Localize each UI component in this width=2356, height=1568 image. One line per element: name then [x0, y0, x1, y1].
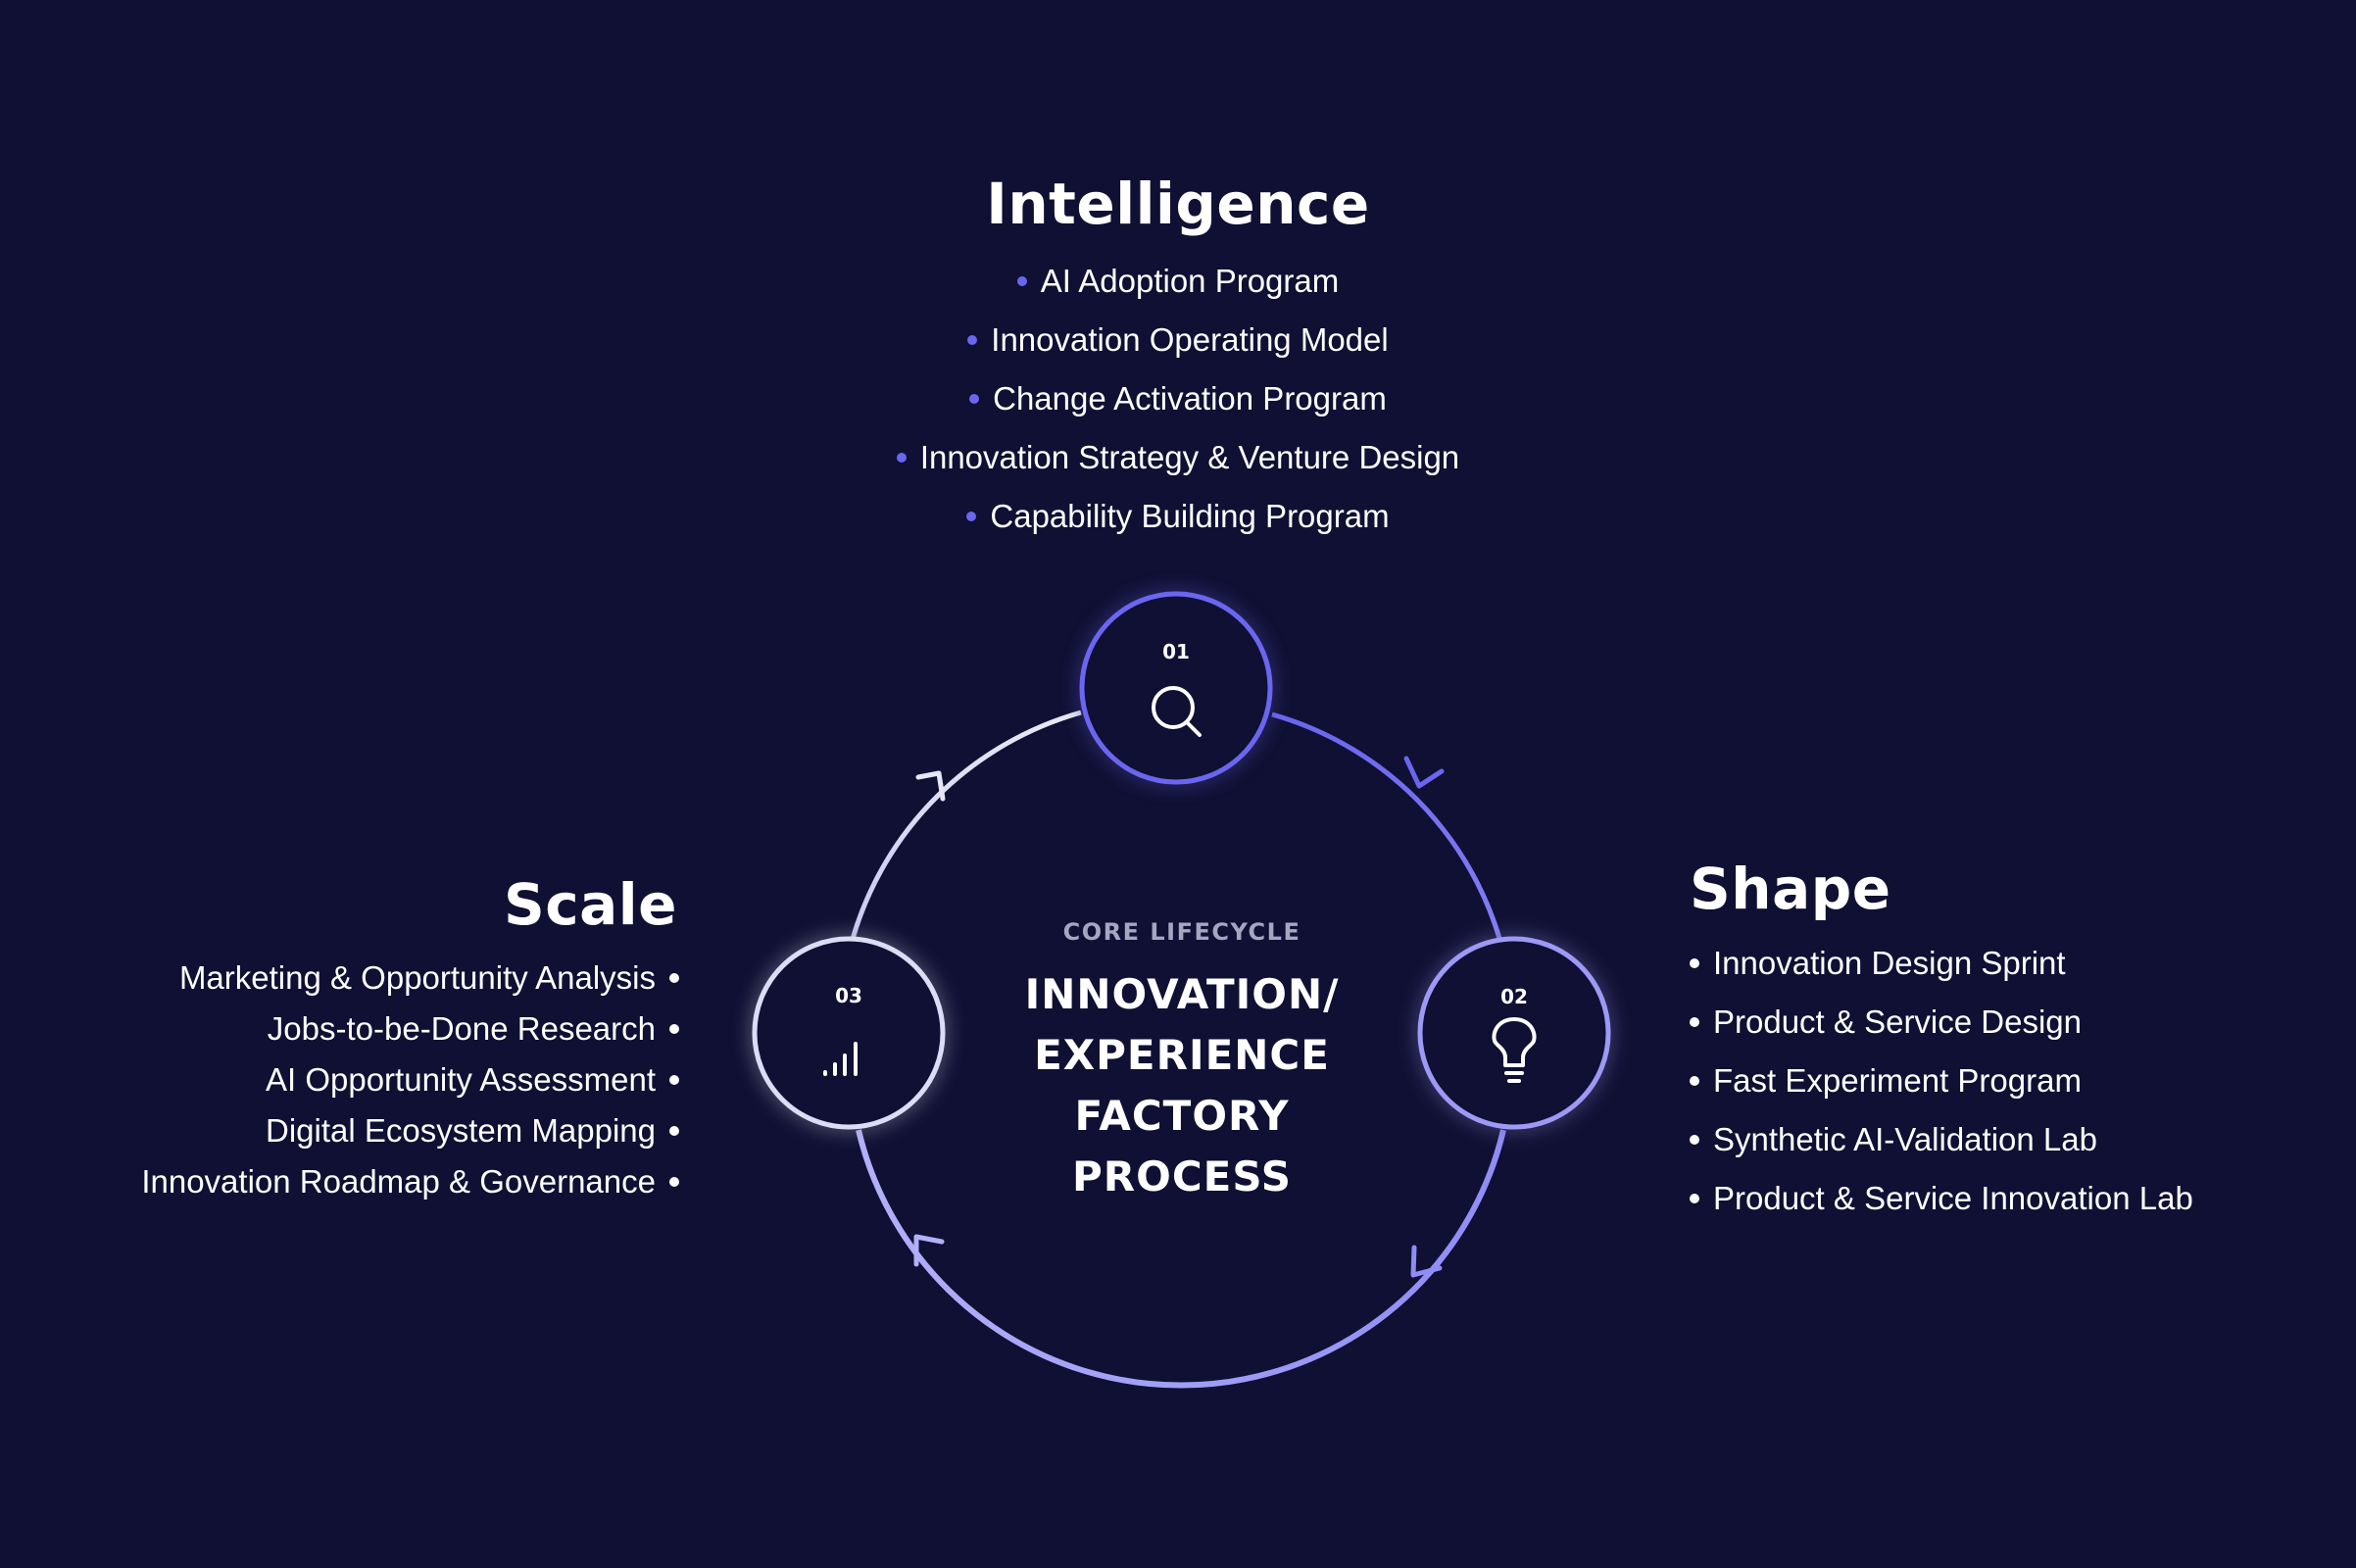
node-02-number: 02: [1500, 985, 1528, 1008]
node-02: 02: [1417, 936, 1611, 1130]
list-item-label: Innovation Roadmap & Governance: [141, 1163, 656, 1200]
shape-list: Innovation Design Sprint Product & Servi…: [1690, 934, 2193, 1228]
list-item-label: AI Opportunity Assessment: [265, 1061, 656, 1098]
list-item-label: AI Adoption Program: [1040, 263, 1340, 299]
arrow-bottom-left: [913, 1234, 945, 1267]
bullet-dot: [1690, 1076, 1699, 1086]
list-item: Jobs-to-be-Done Research: [141, 1004, 679, 1054]
intelligence-list: AI Adoption Program Innovation Operating…: [0, 252, 2356, 546]
bullet-dot: [969, 394, 980, 404]
bullet-dot: [669, 1024, 679, 1034]
list-item: Capability Building Program: [0, 487, 2356, 546]
list-item-label: Innovation Design Sprint: [1713, 945, 2066, 981]
list-item: Digital Ecosystem Mapping: [141, 1105, 679, 1156]
bullet-dot: [669, 1126, 679, 1136]
list-item-label: Capability Building Program: [990, 498, 1390, 534]
center-title: INNOVATION/ EXPERIENCE FACTORY PROCESS: [1024, 970, 1340, 1200]
list-item-label: Innovation Operating Model: [991, 321, 1389, 358]
list-item: Synthetic AI-Validation Lab: [1690, 1110, 2193, 1169]
shape-heading: Shape: [1690, 856, 1891, 922]
list-item: Change Activation Program: [0, 369, 2356, 428]
bullet-dot: [966, 512, 977, 521]
list-item: Innovation Strategy & Venture Design: [0, 428, 2356, 487]
list-item-label: Marketing & Opportunity Analysis: [178, 959, 656, 996]
scale-heading: Scale: [503, 871, 677, 938]
node-03-number: 03: [835, 984, 862, 1007]
list-item: Innovation Roadmap & Governance: [141, 1156, 679, 1207]
list-item-label: Synthetic AI-Validation Lab: [1713, 1121, 2097, 1157]
bullet-dot: [1690, 1017, 1699, 1027]
list-item: Innovation Design Sprint: [1690, 934, 2193, 993]
list-item-label: Fast Experiment Program: [1713, 1062, 2082, 1099]
node-03: 03: [752, 936, 946, 1130]
arrow-top-right: [1403, 756, 1445, 789]
bullet-dot: [1690, 958, 1699, 968]
list-item-label: Product & Service Innovation Lab: [1713, 1180, 2193, 1216]
list-item-label: Digital Ecosystem Mapping: [266, 1112, 656, 1149]
arc-scale-to-intelligence: [850, 710, 1082, 940]
bullet-dot: [896, 453, 907, 463]
bullet-dot: [669, 1075, 679, 1085]
list-item: Innovation Operating Model: [0, 311, 2356, 369]
signal-bars-icon: [823, 1042, 858, 1076]
bullet-dot: [1016, 276, 1027, 286]
bullet-dot: [669, 1177, 679, 1187]
scale-list: Marketing & Opportunity Analysis Jobs-to…: [141, 953, 679, 1207]
list-item-label: Product & Service Design: [1713, 1004, 2083, 1040]
bullet-dot: [1690, 1194, 1699, 1203]
magnifier-icon: [1152, 686, 1202, 737]
arrow-top-left: [915, 770, 946, 802]
node-01-number: 01: [1162, 640, 1190, 663]
list-item: Marketing & Opportunity Analysis: [141, 953, 679, 1004]
list-item-label: Change Activation Program: [993, 380, 1387, 416]
list-item-label: Innovation Strategy & Venture Design: [919, 439, 1460, 475]
node-01: 01: [1079, 591, 1273, 785]
intelligence-heading: Intelligence: [986, 171, 1370, 237]
bullet-dot: [967, 335, 978, 345]
bullet-dot: [669, 973, 679, 983]
list-item: Product & Service Innovation Lab: [1690, 1169, 2193, 1228]
list-item-label: Jobs-to-be-Done Research: [267, 1010, 656, 1047]
center-subtitle: CORE LIFECYCLE: [1062, 918, 1301, 946]
lightbulb-icon: [1492, 1017, 1537, 1083]
list-item: Product & Service Design: [1690, 993, 2193, 1052]
list-item: AI Opportunity Assessment: [141, 1054, 679, 1105]
arrow-bottom-right: [1410, 1245, 1443, 1278]
list-item: AI Adoption Program: [0, 252, 2356, 311]
bullet-dot: [1690, 1135, 1699, 1145]
list-item: Fast Experiment Program: [1690, 1052, 2193, 1110]
